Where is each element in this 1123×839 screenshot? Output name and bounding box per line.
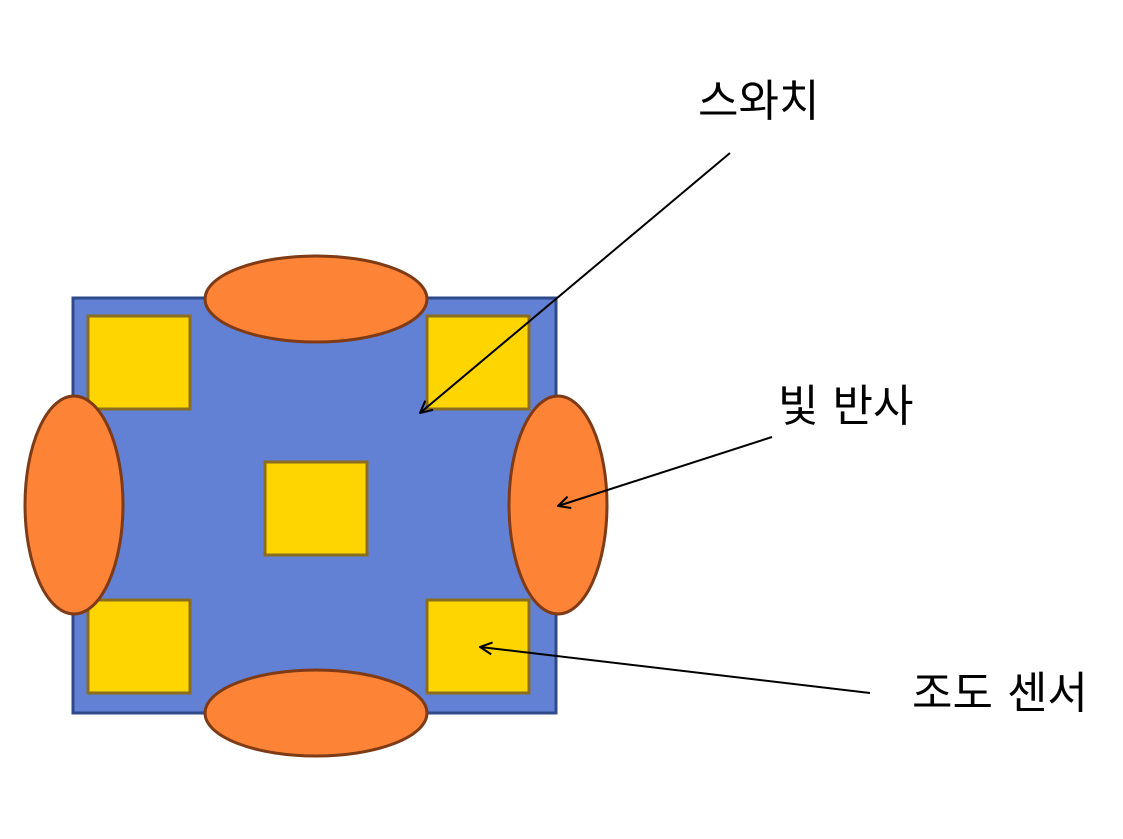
callout-line-switch bbox=[420, 152, 731, 413]
label-light-reflection: 빛 반사 bbox=[778, 381, 914, 432]
ellipse-top bbox=[203, 254, 429, 344]
callout-line-illuminance-sensor bbox=[480, 647, 871, 694]
callout-line-light-reflection bbox=[558, 436, 773, 506]
square-bottom-left bbox=[86, 598, 192, 695]
square-center bbox=[263, 460, 369, 557]
square-top-right bbox=[425, 314, 531, 411]
label-illuminance-sensor: 조도 센서 bbox=[912, 668, 1088, 719]
square-bottom-right bbox=[425, 598, 531, 695]
square-top-left bbox=[86, 314, 192, 411]
label-switch: 스와치 bbox=[698, 76, 820, 127]
ellipse-left bbox=[23, 394, 125, 616]
ellipse-bottom bbox=[203, 668, 429, 758]
